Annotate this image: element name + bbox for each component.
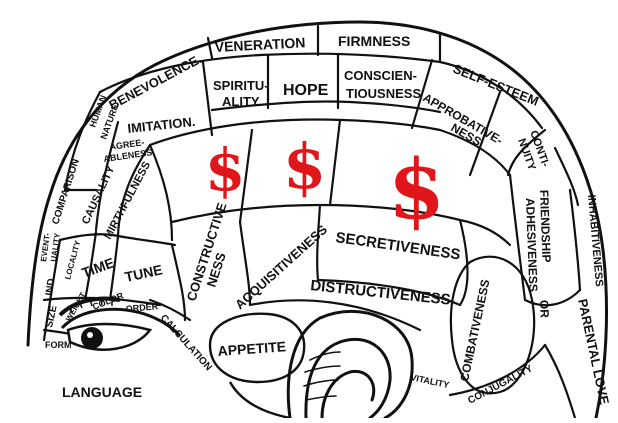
eye — [58, 296, 182, 351]
label-ind: IND — [44, 278, 57, 297]
label-hope: HOPE — [283, 82, 329, 99]
label-agreeableness-line1: AGREE- — [109, 137, 145, 152]
label-comparison: COMPARISON — [50, 158, 82, 226]
label-form: FORM — [45, 340, 72, 350]
label-conscientiousness-line1: CONSCIEN- — [344, 68, 417, 83]
label-combativeness: COMBATIVENESS — [457, 278, 492, 382]
label-conscientiousness-line2: TIOUSNESS — [346, 86, 421, 101]
label-conjugality: CONJUGALITY — [466, 363, 535, 407]
region-dividers — [42, 24, 582, 420]
label-locality: LOCALITY — [63, 239, 82, 281]
label-tune: TUNE — [123, 261, 164, 285]
label-time: TIME — [80, 254, 117, 280]
label-language: LANGUAGE — [62, 384, 142, 400]
label-constructiveness-line1: CONSTRUCTIVE — [184, 200, 230, 302]
label-friendship-line3: ADHESIVENESS — [523, 198, 540, 292]
dollar-sign-3: $ — [388, 142, 445, 238]
label-distructiveness: DISTRUCTIVENESS — [310, 277, 452, 309]
label-eventuality-line2: UALITY — [49, 232, 62, 263]
label-friendship-line2: OR — [537, 300, 552, 319]
dollar-sign-1: $ — [205, 136, 245, 204]
label-firmness: FIRMNESS — [338, 33, 410, 49]
label-calculation: CALCULATION — [158, 313, 214, 373]
label-appetite: APPETITE — [217, 338, 286, 359]
ear — [286, 309, 414, 420]
label-size: SIZE — [44, 304, 59, 328]
label-friendship-line1: FRIENDSHIP — [537, 190, 554, 263]
dollar-signs: $ $ $ — [205, 130, 445, 238]
label-veneration: VENERATION — [214, 34, 305, 55]
dollar-sign-2: $ — [283, 130, 326, 203]
head-outline — [26, 20, 609, 420]
appetite-outline — [208, 312, 306, 420]
label-spirituality-line2: ALITY. — [222, 94, 262, 109]
label-order: ORDER — [125, 301, 159, 314]
label-imitation: IMITATION. — [127, 114, 196, 136]
label-vitality: VITALITY — [410, 372, 451, 390]
label-inhabitiveness: INHABITIVENESS — [585, 194, 605, 287]
label-eventuality-line1: EVENT- — [39, 232, 52, 262]
label-spirituality-line1: SPIRITU- — [213, 78, 269, 93]
